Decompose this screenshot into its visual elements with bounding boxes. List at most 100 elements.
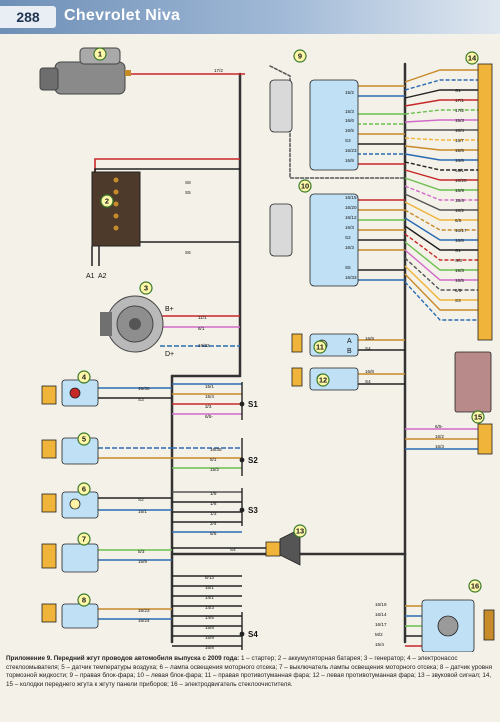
wire-label: 1/9 [210, 491, 217, 496]
connector-14-wire [404, 201, 478, 221]
wire-label: 15/8 [205, 625, 214, 630]
terminal-b: B [347, 348, 352, 355]
wire-label: S4 [230, 547, 236, 552]
wire-label: 15/9 [138, 559, 147, 564]
component-callout: 8 [77, 593, 91, 607]
wire-label: 16/2 [455, 208, 464, 213]
component-icons [41, 63, 495, 652]
component-callout: 9 [293, 49, 307, 63]
wire-label: 16/17 [375, 622, 387, 627]
wire-label: 16/15 [345, 195, 357, 200]
wire-label: 16/6 [345, 118, 354, 123]
connector-14-wire [404, 69, 478, 83]
wire-label: 15/4 [205, 394, 214, 399]
component-number: 11 [316, 343, 324, 352]
wire-label: 15/2 [345, 90, 354, 95]
wire-label: 15/7 [455, 138, 464, 143]
component-callout: 5 [77, 432, 91, 446]
wire-label: 16/35 [210, 447, 222, 452]
component-number: 12 [319, 376, 327, 385]
wire-label: 15/9 [205, 635, 214, 640]
connector-14-wire [404, 137, 478, 141]
wire-label: 15/2 [210, 467, 219, 472]
splice-node [239, 631, 245, 637]
terminal-d-plus: D+ [165, 351, 174, 358]
wire-label: M/2 [375, 632, 383, 637]
component-callout: 4 [77, 370, 91, 384]
component-number: 4 [82, 373, 87, 382]
wire-label: 16/6 [455, 158, 464, 163]
wire-label: 17/2 [455, 108, 464, 113]
wire-label: 5/1 [210, 457, 217, 462]
wire-label: 16/20 [345, 205, 357, 210]
wire-label: 5/3 [138, 549, 145, 554]
terminal-a1: A1 [86, 273, 95, 280]
wire-label: 16/8 [365, 369, 374, 374]
page-number: 288 [0, 6, 56, 28]
wire-label: 15/3 [455, 118, 464, 123]
wire-label: 16/4 [455, 128, 464, 133]
component-number: 6 [82, 485, 86, 494]
wire-label: 14/5 [205, 615, 214, 620]
wire-label: 15/1 [205, 384, 214, 389]
wire-label: 15/6 [455, 198, 464, 203]
splice-label: S2 [248, 456, 258, 465]
wire-label: 16/3 [345, 225, 354, 230]
connector-14-fan-wires [404, 69, 478, 321]
component-callout: 14 [465, 51, 479, 65]
wire-label: 2/4 [210, 521, 217, 526]
connector-14-wire [404, 217, 478, 241]
connector-14-wire [404, 89, 478, 99]
wire-label: 16/5 [345, 128, 354, 133]
component-number: 3 [144, 284, 148, 293]
caption-text: 1 – стартер; 2 – аккумуляторная батарея;… [6, 655, 492, 688]
starter [39, 47, 131, 95]
caption-title: Приложение 9. Передний жгут проводов авт… [6, 655, 240, 662]
terminal-b-plus: B+ [165, 306, 174, 313]
wire-label: 6/5- [435, 424, 443, 429]
connector-14-wire [404, 225, 478, 251]
wire-label: 16/20 [455, 178, 467, 183]
splice-node [239, 507, 245, 513]
wire-label: 16/32 [198, 343, 210, 348]
wire-label: 16/1 [455, 168, 464, 173]
splice-node [239, 457, 245, 463]
connector-14-wire [404, 193, 478, 211]
connector-14-wire [404, 79, 478, 91]
connector-14-wire [404, 257, 478, 291]
wire-label: 16/9 [365, 336, 374, 341]
component-callout: 2 [100, 194, 114, 208]
book-title: Chevrolet Niva [64, 7, 181, 24]
figure-caption: Приложение 9. Передний жгут проводов авт… [6, 655, 494, 689]
wire-label: 8/13 [205, 575, 214, 580]
wire-label: 16/24 [138, 618, 150, 623]
wire-label: 16/8 [205, 645, 214, 650]
wire-label: 11/1 [198, 315, 207, 320]
battery [91, 171, 141, 266]
wire-label: S2 [345, 235, 351, 240]
wire-label: 5/5 [210, 531, 217, 536]
wire-label: S/3 [455, 258, 462, 263]
wire-label: 15/3 [345, 109, 354, 114]
component-number: 10 [301, 182, 309, 191]
connector-14-wire [404, 281, 478, 321]
wire-label: 16/1 [205, 585, 214, 590]
wires [94, 73, 478, 647]
wire-label: S5 [185, 190, 191, 195]
component-callout: 16 [468, 579, 482, 593]
wire-label: 16/33 [345, 275, 357, 280]
wire-label: S8 [185, 180, 191, 185]
component-number: 8 [82, 596, 86, 605]
component-number: 9 [298, 52, 302, 61]
component-callout: 11 [313, 340, 327, 354]
component-callout: 7 [77, 532, 91, 546]
wire-label: S4 [365, 379, 371, 384]
component-number: 15 [474, 413, 482, 422]
wire-label: S2 [138, 497, 144, 502]
wire-label: S5 [345, 265, 351, 270]
wire-label: 16/19 [375, 602, 387, 607]
component-callout: 12 [316, 373, 330, 387]
component-number: 1 [98, 50, 102, 59]
